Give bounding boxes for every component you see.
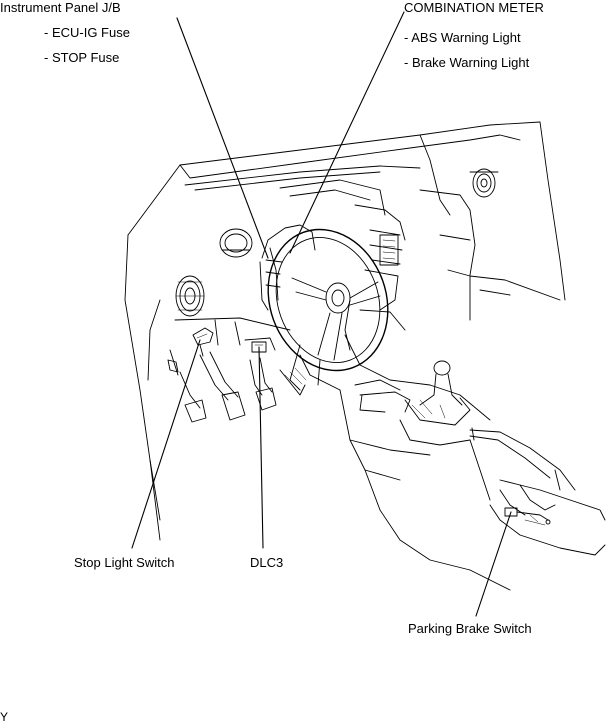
dlc3-label: DLC3 xyxy=(250,555,284,570)
stop-light-switch-bracket xyxy=(192,327,214,357)
corner-mark: Y xyxy=(0,710,9,724)
parking-brake-lever xyxy=(469,427,606,556)
leader-parking-brake-switch xyxy=(475,511,512,617)
lower-dash xyxy=(167,317,291,376)
leader-stop-light-switch xyxy=(131,339,201,549)
right-air-vent xyxy=(469,168,499,198)
floor-edges xyxy=(149,459,511,591)
gauge-pods xyxy=(219,228,253,258)
stop-light-switch-label: Stop Light Switch xyxy=(74,555,175,570)
dashboard-outline xyxy=(124,121,566,521)
leader-combination-meter xyxy=(289,11,405,254)
leader-instrument-panel-jb xyxy=(176,17,269,259)
callout-leaders xyxy=(131,11,512,617)
brake-warning-light-label: - Brake Warning Light xyxy=(404,55,530,70)
leader-dlc3 xyxy=(258,346,264,549)
combination-meter-housing xyxy=(259,224,316,311)
combination-meter-label: COMBINATION METER xyxy=(404,0,544,15)
instrument-panel-jb-label: Instrument Panel J/B xyxy=(0,0,121,15)
pedals xyxy=(179,351,277,423)
stop-fuse-label: - STOP Fuse xyxy=(44,50,120,65)
ecu-ig-fuse-label: - ECU-IG Fuse xyxy=(44,25,130,40)
parking-brake-switch-label: Parking Brake Switch xyxy=(408,621,532,636)
center-stack xyxy=(279,179,406,351)
center-console xyxy=(279,334,491,571)
left-air-vent xyxy=(175,275,205,317)
abs-warning-light-label: - ABS Warning Light xyxy=(404,30,521,45)
steering-wheel xyxy=(267,228,389,391)
